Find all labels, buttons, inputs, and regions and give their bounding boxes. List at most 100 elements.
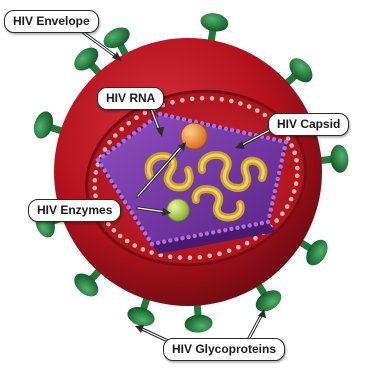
capsid-dot bbox=[241, 224, 245, 228]
capsid-dot bbox=[248, 223, 252, 227]
capsid-dot bbox=[205, 231, 209, 235]
enzyme-green bbox=[167, 199, 189, 221]
membrane-bead bbox=[190, 97, 195, 102]
capsid-dot bbox=[284, 140, 288, 144]
capsid-dot bbox=[176, 116, 180, 120]
capsid-dot bbox=[109, 179, 113, 183]
capsid-dot bbox=[186, 235, 190, 239]
capsid-dot bbox=[254, 222, 258, 226]
capsid-dot bbox=[229, 227, 233, 231]
capsid-dot bbox=[130, 210, 134, 214]
membrane-bead bbox=[106, 222, 111, 227]
membrane-bead bbox=[125, 239, 130, 244]
capsid-dot bbox=[174, 237, 178, 241]
membrane-bead bbox=[132, 243, 137, 248]
membrane-bead bbox=[107, 140, 112, 145]
membrane-bead bbox=[149, 250, 154, 255]
capsid-dot bbox=[280, 158, 284, 162]
capsid-dot bbox=[278, 164, 282, 168]
membrane-bead bbox=[238, 101, 243, 106]
capsid-dot bbox=[156, 241, 160, 245]
capsid-dot bbox=[218, 125, 222, 129]
membrane-bead bbox=[220, 97, 225, 102]
capsid-dot bbox=[281, 152, 285, 156]
capsid-dot bbox=[188, 119, 192, 123]
membrane-bead bbox=[141, 247, 146, 252]
capsid-dot bbox=[111, 146, 115, 150]
capsid-dot bbox=[158, 112, 162, 116]
capsid-dot bbox=[224, 127, 228, 131]
membrane-bead bbox=[292, 150, 297, 155]
glycoprotein-knob bbox=[199, 11, 230, 34]
membrane-bead bbox=[127, 121, 132, 126]
capsid-dot bbox=[217, 229, 221, 233]
capsid-dot bbox=[106, 150, 110, 154]
membrane-bead bbox=[227, 249, 232, 254]
capsid-dot bbox=[272, 137, 276, 141]
membrane-bead bbox=[292, 189, 297, 194]
label-hiv-rna: HIV RNA bbox=[97, 87, 164, 110]
capsid-dot bbox=[269, 208, 273, 212]
capsid-dot bbox=[137, 127, 141, 131]
capsid-dot bbox=[99, 163, 103, 167]
membrane-bead bbox=[168, 254, 173, 259]
membrane-bead bbox=[143, 111, 148, 116]
membrane-bead bbox=[217, 251, 222, 256]
membrane-bead bbox=[210, 96, 215, 101]
capsid-dot bbox=[168, 238, 172, 242]
membrane-bead bbox=[280, 211, 285, 216]
capsid-dot bbox=[164, 113, 168, 117]
membrane-bead bbox=[178, 255, 183, 260]
capsid-dot bbox=[136, 221, 140, 225]
membrane-bead bbox=[289, 197, 294, 202]
membrane-bead bbox=[295, 166, 300, 171]
capsid-dot bbox=[235, 226, 239, 230]
capsid-dot bbox=[278, 139, 282, 143]
capsid-dot bbox=[223, 228, 227, 232]
glycoprotein-knob bbox=[302, 236, 332, 269]
capsid-dot bbox=[282, 146, 286, 150]
capsid-dot bbox=[140, 226, 144, 230]
capsid-dot bbox=[242, 131, 246, 135]
capsid-dot bbox=[117, 143, 121, 147]
capsid-dot bbox=[146, 237, 150, 241]
membrane-bead bbox=[274, 218, 279, 223]
capsid-dot bbox=[170, 115, 174, 119]
membrane-bead bbox=[112, 228, 117, 233]
capsid-dot bbox=[276, 177, 280, 181]
membrane-bead bbox=[93, 178, 98, 183]
capsid-dot bbox=[271, 195, 275, 199]
membrane-bead bbox=[294, 158, 299, 163]
membrane-bead bbox=[290, 143, 295, 148]
membrane-bead bbox=[253, 236, 258, 241]
capsid-dot bbox=[96, 158, 100, 162]
capsid-dot bbox=[132, 131, 136, 135]
capsid-dot bbox=[267, 214, 271, 218]
membrane-bead bbox=[200, 96, 205, 101]
capsid-dot bbox=[236, 129, 240, 133]
capsid-dot bbox=[230, 128, 234, 132]
glycoprotein-knob bbox=[252, 286, 285, 316]
label-hiv-glycoproteins: HIV Glycoproteins bbox=[163, 338, 285, 361]
capsid-dot bbox=[106, 174, 110, 178]
capsid-dot bbox=[116, 189, 120, 193]
label-hiv-envelope: HIV Envelope bbox=[4, 10, 99, 33]
membrane-bead bbox=[188, 255, 193, 260]
membrane-bead bbox=[295, 174, 300, 179]
membrane-bead bbox=[118, 234, 123, 239]
glycoprotein-knob bbox=[329, 144, 349, 173]
capsid-dot bbox=[103, 168, 107, 172]
capsid-dot bbox=[126, 205, 130, 209]
membrane-bead bbox=[207, 254, 212, 259]
capsid-dot bbox=[143, 231, 147, 235]
membrane-bead bbox=[134, 115, 139, 120]
capsid-dot bbox=[266, 136, 270, 140]
membrane-bead bbox=[285, 204, 290, 209]
membrane-bead bbox=[180, 98, 185, 103]
capsid-dot bbox=[182, 117, 186, 121]
membrane-bead bbox=[170, 100, 175, 105]
capsid-dot bbox=[119, 195, 123, 199]
membrane-bead bbox=[198, 255, 203, 260]
